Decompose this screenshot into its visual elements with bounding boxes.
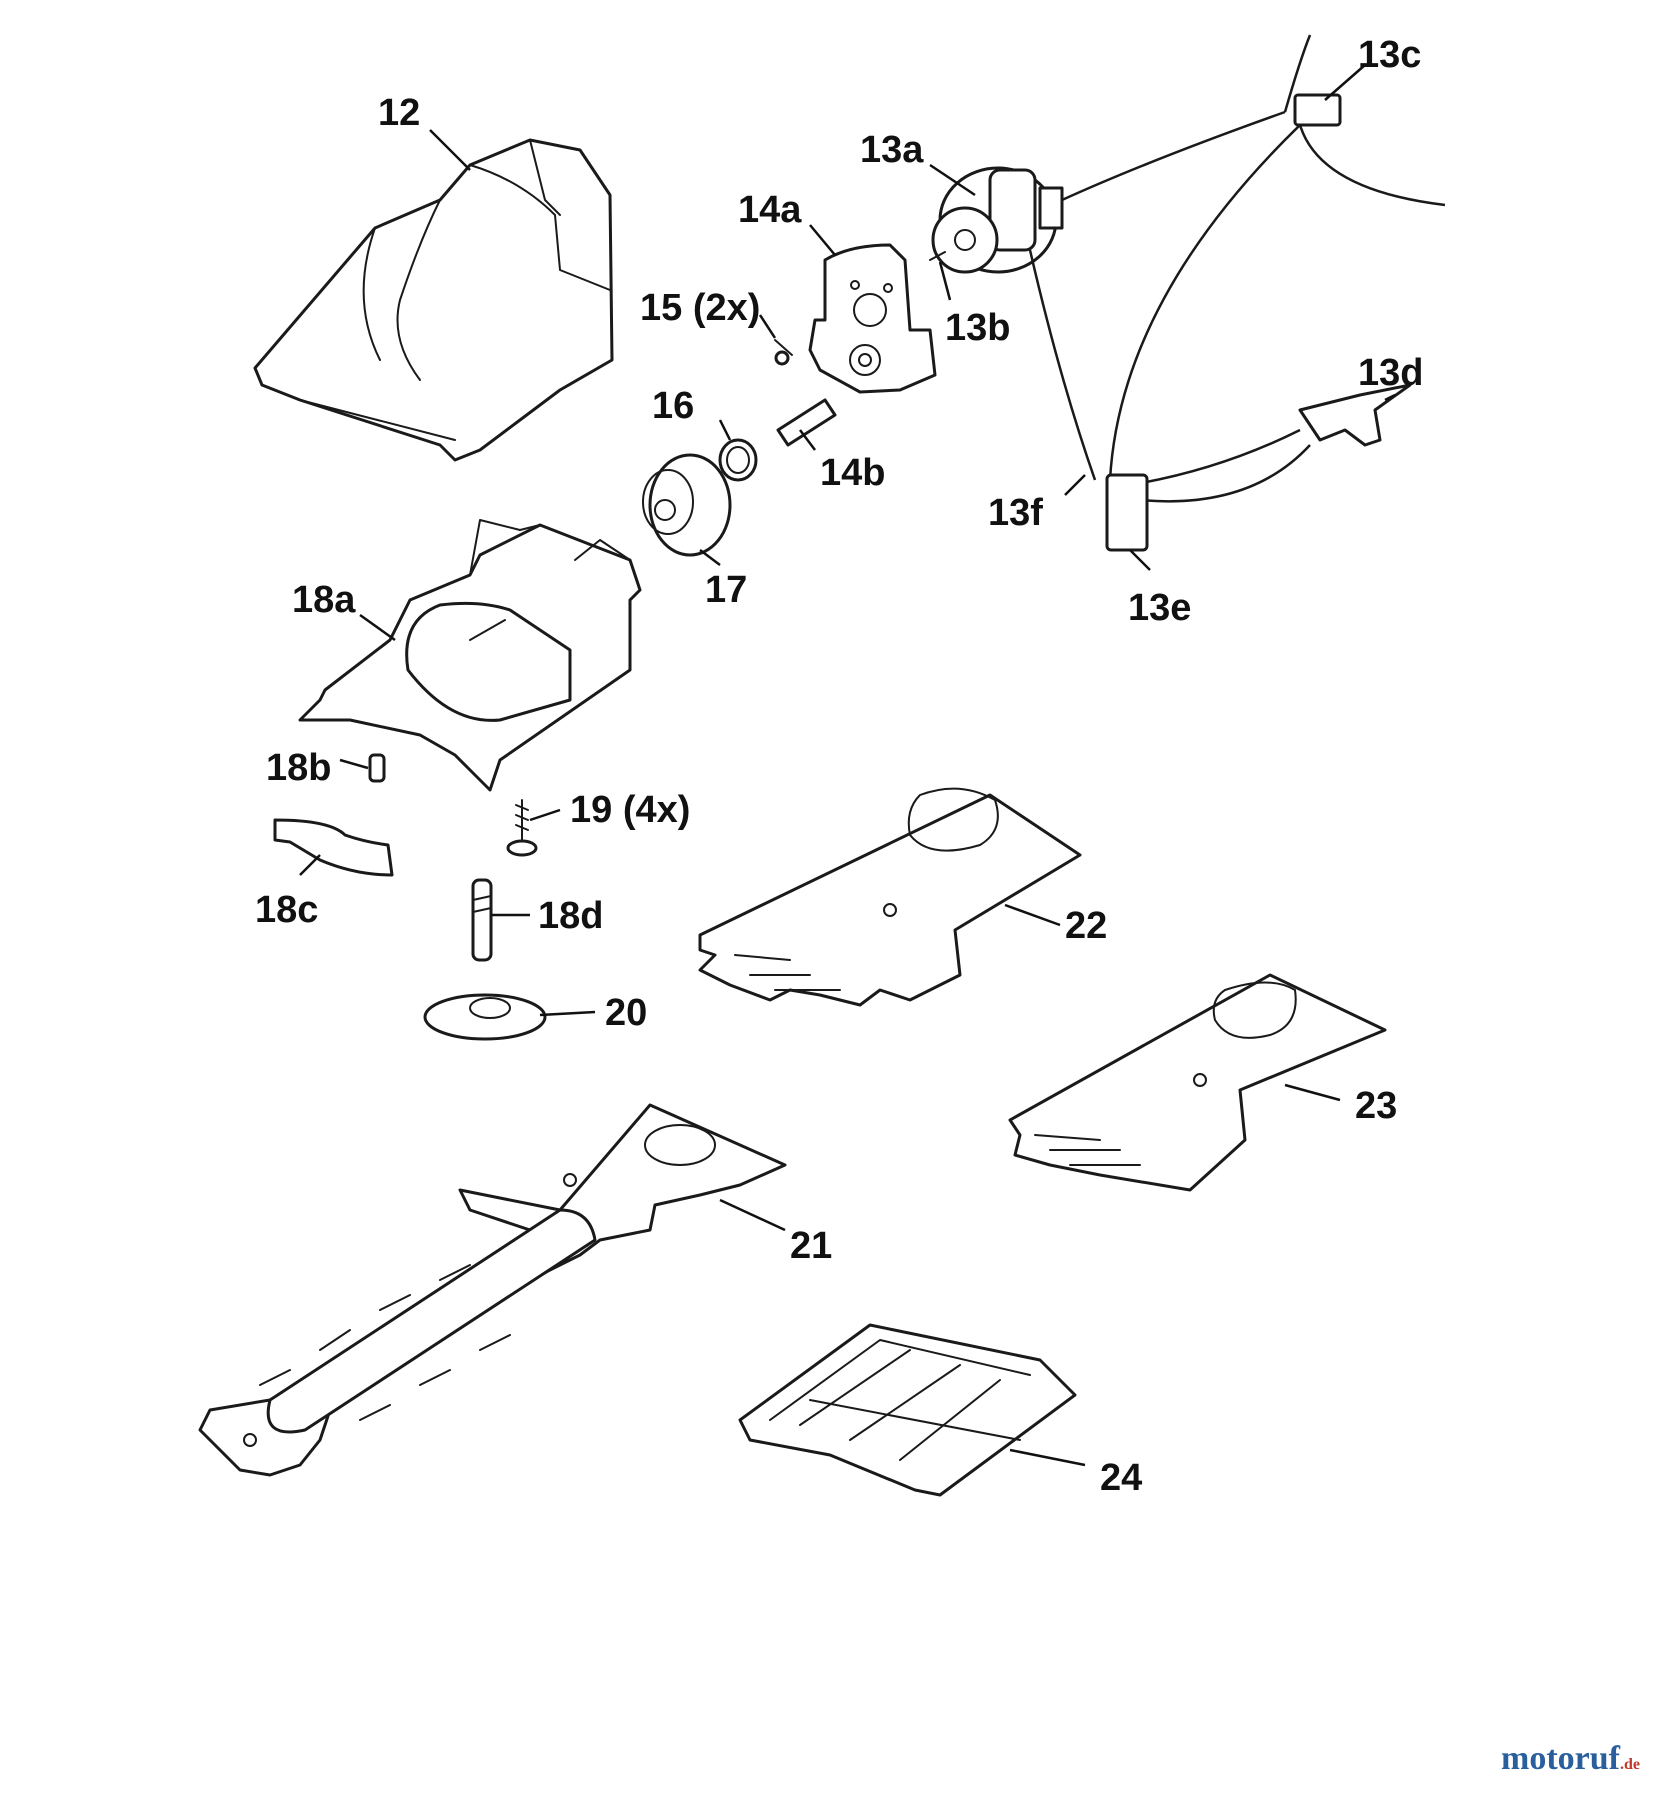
label-22: 22: [1065, 905, 1107, 947]
watermark-brand: motoruf: [1501, 1740, 1620, 1777]
label-20: 20: [605, 992, 647, 1034]
label-13c: 13c: [1358, 34, 1421, 76]
motoruf-watermark: motoruf.de: [1501, 1740, 1640, 1778]
watermark-suffix: .de: [1620, 1756, 1640, 1773]
part-18b-pin: [368, 753, 386, 783]
label-14b: 14b: [820, 452, 885, 494]
label-14a: 14a: [738, 189, 802, 231]
part-22-shear-blade: [698, 787, 1082, 1007]
part-16-ring: [718, 438, 758, 482]
part-15-screw: [774, 339, 793, 366]
part-18d-shaft: [471, 878, 493, 962]
label-13f: 13f: [988, 492, 1043, 534]
label-13d: 13d: [1358, 352, 1423, 394]
part-24-bottom-cover: [738, 1323, 1077, 1497]
part-14a-motor-plate: [808, 243, 937, 394]
label-18a: 18a: [292, 579, 356, 621]
label-13a: 13a: [860, 129, 924, 171]
part-13-wiring: [1028, 34, 1446, 552]
part-17-gear: [642, 453, 732, 557]
label-23: 23: [1355, 1085, 1397, 1127]
label-15: 15 (2x): [640, 287, 760, 329]
label-12: 12: [378, 92, 420, 134]
label-13e: 13e: [1128, 587, 1191, 629]
label-18c: 18c: [255, 889, 318, 931]
label-13b: 13b: [945, 307, 1010, 349]
callout-labels: 12 13a 13b 13c 13d 13e 13f 14a 14b 15 (2…: [255, 34, 1423, 1499]
label-18b: 18b: [266, 747, 331, 789]
part-23-shear-blade: [1008, 973, 1387, 1192]
leader-lines: [299, 64, 1396, 1467]
label-24: 24: [1100, 1457, 1142, 1499]
part-20-disc: [423, 993, 547, 1041]
label-16: 16: [652, 385, 694, 427]
part-19-screw: [506, 799, 538, 857]
part-12-housing-cover: [253, 138, 614, 462]
label-21: 21: [790, 1225, 832, 1267]
part-13a-motor: [929, 166, 1064, 274]
part-18c-curved-piece: [273, 818, 394, 877]
label-18d: 18d: [538, 895, 603, 937]
part-18a-gear-housing: [298, 519, 642, 792]
part-13d-switch-bracket: [1298, 383, 1412, 447]
label-17: 17: [705, 569, 747, 611]
part-14b-pin: [776, 398, 837, 447]
part-21-hedge-blade: [198, 1103, 787, 1477]
label-19: 19 (4x): [570, 789, 690, 831]
